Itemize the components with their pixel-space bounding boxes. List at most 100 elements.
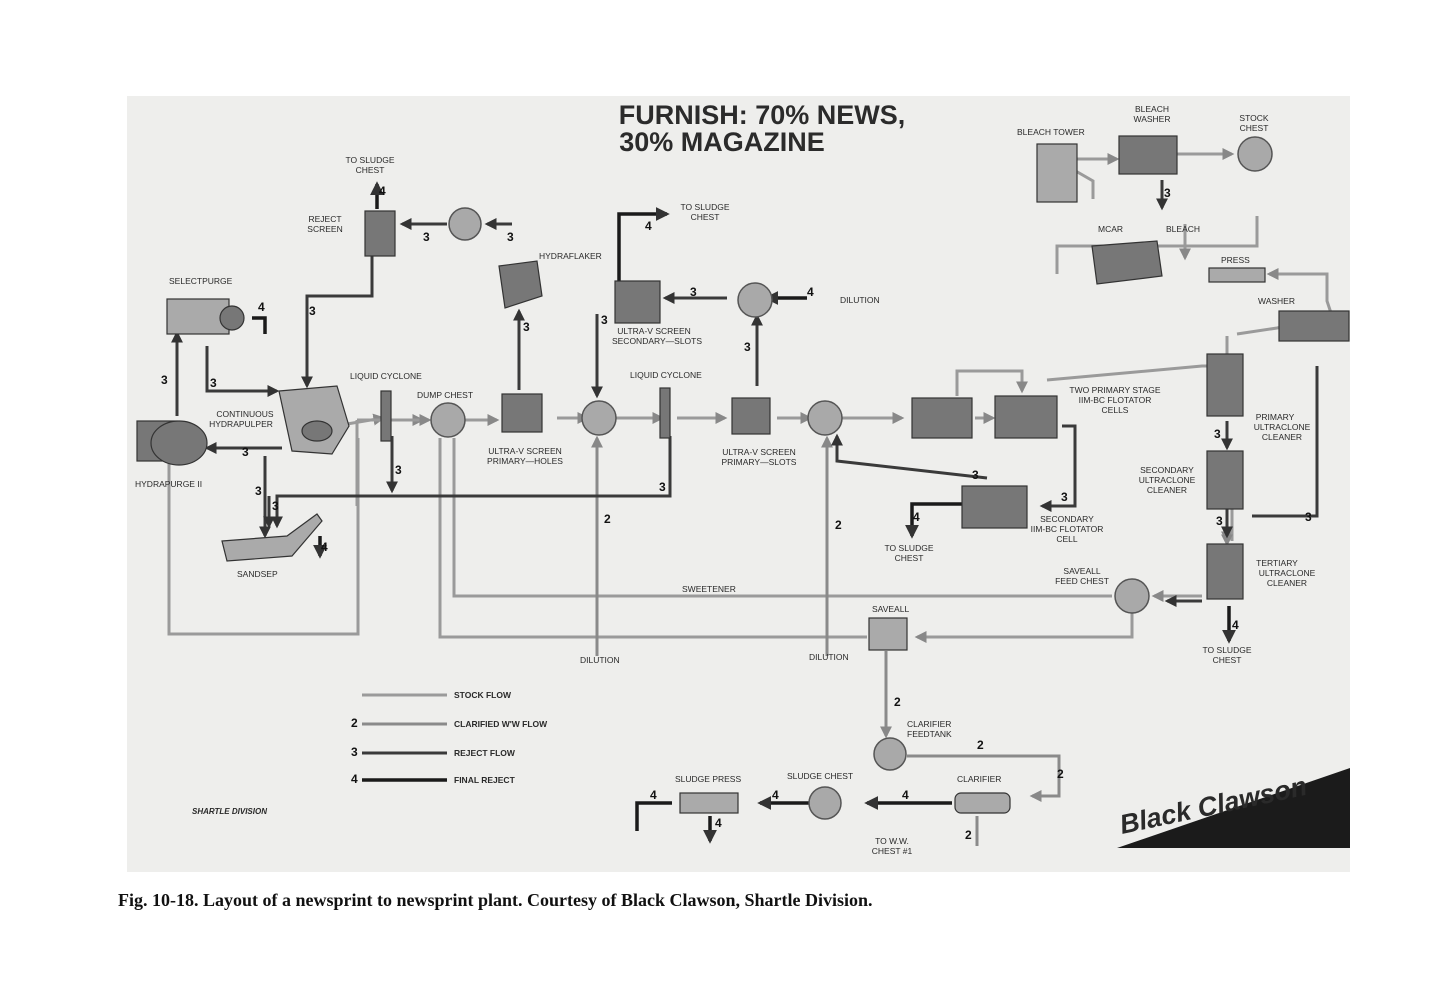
label-secondary-2: SECONDARY—SLOTS bbox=[612, 336, 702, 346]
label-two-primary-3: CELLS bbox=[1102, 405, 1129, 415]
code: 2 bbox=[835, 518, 842, 532]
secondary-ultraclone-icon bbox=[1206, 450, 1244, 510]
code: 4 bbox=[807, 285, 814, 299]
label-saveall-feed-1: SAVEALL bbox=[1063, 566, 1100, 576]
code: 3 bbox=[659, 480, 666, 494]
label-slots-2: PRIMARY—SLOTS bbox=[722, 457, 797, 467]
code: 3 bbox=[255, 484, 262, 498]
code: 3 bbox=[744, 340, 751, 354]
label-hydraflaker: HYDRAFLAKER bbox=[539, 251, 602, 261]
reject-flow-lines bbox=[171, 180, 1319, 607]
code: 4 bbox=[913, 510, 920, 524]
saveall-feed-chest-icon bbox=[1114, 578, 1150, 614]
code: 2 bbox=[965, 828, 972, 842]
final-reject-lines bbox=[252, 181, 1236, 844]
reject-chest-icon bbox=[448, 207, 482, 241]
primary-ultraclone-icon bbox=[1206, 353, 1244, 417]
label-saveall-feed-2: FEED CHEST bbox=[1055, 576, 1109, 586]
label-saveall: SAVEALL bbox=[872, 604, 909, 614]
legend: STOCK FLOW 2 CLARIFIED W'W FLOW 3 REJECT… bbox=[351, 690, 548, 786]
ultra-v-slots-icon bbox=[731, 397, 771, 435]
label-selectpurge: SELECTPURGE bbox=[169, 276, 233, 286]
label-secondary-uc-1: SECONDARY bbox=[1140, 465, 1194, 475]
code: 3 bbox=[242, 445, 249, 459]
label-feedtank-1: CLARIFIER bbox=[907, 719, 951, 729]
clarifier-icon bbox=[954, 792, 1011, 814]
label-sludge-press: SLUDGE PRESS bbox=[675, 774, 741, 784]
saveall-icon bbox=[868, 617, 908, 651]
label-secondary-1: ULTRA-V SCREEN bbox=[617, 326, 691, 336]
bleach-tower-icon bbox=[1036, 143, 1078, 203]
label-sec-flot-2: IIM-BC FLOTATOR bbox=[1031, 524, 1104, 534]
label-bleach-washer-1: BLEACH bbox=[1135, 104, 1169, 114]
label-sludge-3a: TO SLUDGE bbox=[885, 543, 934, 553]
sludge-press-icon bbox=[679, 792, 739, 814]
legend-code-2: 2 bbox=[351, 716, 358, 730]
dump-chest-icon bbox=[430, 402, 466, 438]
flow-diagram: FURNISH: 70% NEWS, 30% MAGAZINE bbox=[135, 100, 1350, 856]
label-hydrapulper-1: CONTINUOUS bbox=[216, 409, 273, 419]
code: 3 bbox=[1061, 490, 1068, 504]
code: 2 bbox=[894, 695, 901, 709]
secondary-flotator-icon bbox=[961, 485, 1028, 529]
label-bleach-washer-2: WASHER bbox=[1134, 114, 1171, 124]
label-sludge-4b: CHEST bbox=[1213, 655, 1242, 665]
code: 4 bbox=[772, 788, 779, 802]
code: 3 bbox=[507, 230, 514, 244]
code: 3 bbox=[1305, 510, 1312, 524]
title-line-2: 30% MAGAZINE bbox=[619, 127, 825, 157]
code: 3 bbox=[523, 320, 530, 334]
code: 3 bbox=[423, 230, 430, 244]
label-sludge-3b: CHEST bbox=[895, 553, 924, 563]
label-sludge-2a: TO SLUDGE bbox=[681, 202, 730, 212]
diagram-panel: FURNISH: 70% NEWS, 30% MAGAZINE bbox=[127, 96, 1350, 872]
equipment-labels: SELECTPURGE HYDRAPURGE II CONTINUOUS HYD… bbox=[135, 104, 1316, 856]
brand-wedge bbox=[1117, 768, 1350, 848]
secondary-chest-icon bbox=[737, 282, 773, 318]
label-sandsep: SANDSEP bbox=[237, 569, 278, 579]
label-primary-uc-2: ULTRACLONE bbox=[1254, 422, 1311, 432]
code: 2 bbox=[977, 738, 984, 752]
figure-caption: Fig. 10-18. Layout of a newsprint to new… bbox=[118, 890, 873, 910]
label-two-primary-1: TWO PRIMARY STAGE bbox=[1069, 385, 1160, 395]
code: 4 bbox=[715, 816, 722, 830]
label-bleach-tower: BLEACH TOWER bbox=[1017, 127, 1085, 137]
code: 2 bbox=[604, 512, 611, 526]
code: 3 bbox=[272, 499, 279, 513]
mcar-icon bbox=[1091, 240, 1163, 285]
label-holes-2: PRIMARY—HOLES bbox=[487, 456, 563, 466]
washer-icon bbox=[1278, 310, 1350, 342]
label-sweetener: SWEETENER bbox=[682, 584, 736, 594]
label-liquid-cyclone-1: LIQUID CYCLONE bbox=[350, 371, 422, 381]
legend-code-4: 4 bbox=[351, 772, 358, 786]
label-stock-chest-2: CHEST bbox=[1240, 123, 1269, 133]
legend-reject: REJECT FLOW bbox=[454, 748, 516, 758]
label-feedtank-2: FEEDTANK bbox=[907, 729, 952, 739]
sandsep-icon bbox=[221, 513, 323, 562]
title-line-1: FURNISH: 70% NEWS, bbox=[619, 100, 906, 130]
label-slots-1: ULTRA-V SCREEN bbox=[722, 447, 796, 457]
legend-clarified: CLARIFIED W'W FLOW bbox=[454, 719, 548, 729]
label-tertiary-uc-1: TERTIARY bbox=[1256, 558, 1298, 568]
code: 3 bbox=[309, 304, 316, 318]
code: 3 bbox=[1216, 514, 1223, 528]
code: 3 bbox=[1214, 427, 1221, 441]
label-dump-chest: DUMP CHEST bbox=[417, 390, 473, 400]
code: 3 bbox=[395, 463, 402, 477]
code: 3 bbox=[1164, 186, 1171, 200]
code: 3 bbox=[161, 373, 168, 387]
bleach-washer-icon bbox=[1118, 135, 1178, 175]
label-sludge-1a: TO SLUDGE bbox=[346, 155, 395, 165]
stock-chest-icon bbox=[1237, 136, 1273, 172]
code: 4 bbox=[902, 788, 909, 802]
label-dilution-mid: DILUTION bbox=[809, 652, 849, 662]
label-tertiary-uc-3: CLEANER bbox=[1267, 578, 1307, 588]
press-icon bbox=[1208, 267, 1266, 283]
label-sec-flot-1: SECONDARY bbox=[1040, 514, 1094, 524]
code: 3 bbox=[601, 313, 608, 327]
hydraflaker-icon bbox=[498, 260, 543, 309]
label-secondary-uc-3: CLEANER bbox=[1147, 485, 1187, 495]
holes-chest-icon bbox=[581, 400, 617, 436]
label-two-primary-2: IIM-BC FLOTATOR bbox=[1079, 395, 1152, 405]
label-press: PRESS bbox=[1221, 255, 1250, 265]
